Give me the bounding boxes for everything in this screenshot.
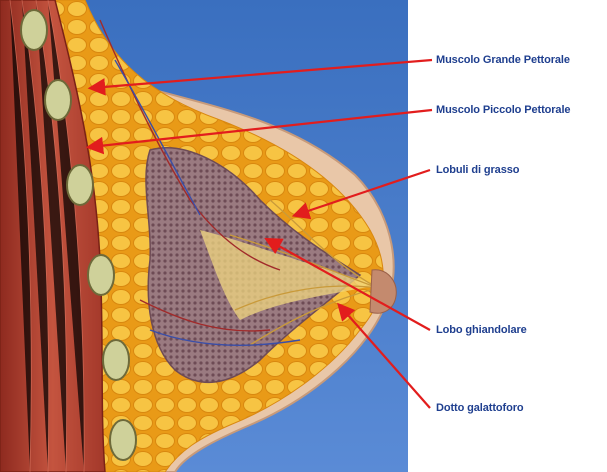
label-grande-pettorale: Muscolo Grande Pettorale (436, 54, 570, 66)
label-lobuli-grasso: Lobuli di grasso (436, 164, 519, 176)
label-dotto-galattoforo: Dotto galattoforo (436, 402, 524, 414)
label-lobo-ghiandolare: Lobo ghiandolare (436, 324, 527, 336)
label-piccolo-pettorale: Muscolo Piccolo Pettorale (436, 104, 570, 116)
